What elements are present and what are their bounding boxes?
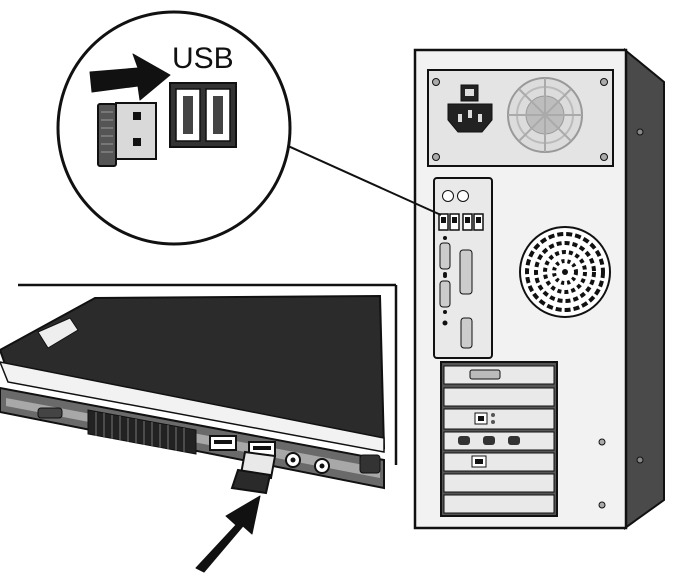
- laptop-latch: [37, 317, 79, 349]
- slot-cover: [443, 387, 555, 407]
- usb-port-pair-icon: [169, 82, 237, 148]
- screw-icon: [636, 128, 644, 136]
- slot-cover: [443, 473, 555, 493]
- laptop: [0, 283, 398, 495]
- network-card: [443, 452, 555, 472]
- case-fan-grille: [519, 226, 611, 318]
- screw-icon: [636, 456, 644, 464]
- network-card: [443, 408, 555, 430]
- laptop-video-port: [37, 407, 63, 419]
- audio-jack: [442, 320, 448, 326]
- arrow-right-icon: [89, 53, 171, 101]
- arrow-up-icon: [195, 495, 261, 573]
- power-supply: [427, 69, 614, 167]
- ps2-port: [457, 190, 469, 202]
- desktop-tower: [413, 47, 665, 530]
- usb-dongle-inserted-icon: [230, 450, 277, 495]
- tower-usb-ports: [438, 213, 484, 231]
- psu-fan-grille: [507, 77, 583, 153]
- serial-port: [439, 280, 451, 308]
- serial-port: [439, 242, 451, 270]
- video-port: [460, 317, 473, 349]
- tower-side-panel: [624, 47, 665, 530]
- parallel-port: [459, 249, 473, 295]
- slot-cover: [443, 494, 555, 514]
- usb-callout: USB: [56, 10, 442, 246]
- ps2-port: [442, 190, 454, 202]
- serial-card: [443, 431, 555, 451]
- io-panel: [433, 177, 493, 359]
- usb-dongle-icon: [97, 102, 157, 167]
- expansion-slots: [440, 361, 558, 517]
- laptop-vent: [87, 409, 197, 455]
- usb-label: USB: [172, 42, 234, 75]
